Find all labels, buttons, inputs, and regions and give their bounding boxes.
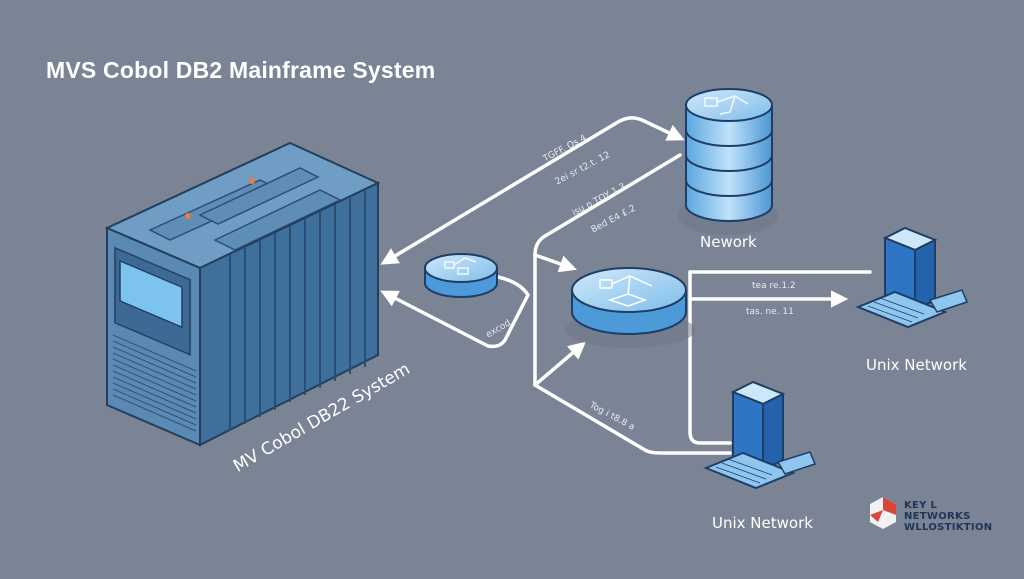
connector-lower-to-bottom-unix: [533, 383, 732, 455]
desktop-computer-icon-right: [855, 226, 969, 329]
database-label: Nework: [700, 233, 757, 251]
mainframe-server-icon: [104, 141, 381, 447]
connector-large-router-to-bottom-unix: [688, 270, 732, 445]
connector-branch-to-large-router: [533, 253, 577, 273]
logo-line-3: WLLOSTIKTION: [904, 522, 993, 533]
network-router-icon-small: [424, 253, 498, 298]
diagram-title: MVS Cobol DB2 Mainframe System: [46, 57, 436, 83]
network-router-icon-large: [565, 267, 695, 348]
connector-small-router-to-mainframe: [380, 275, 530, 349]
connector-lower-to-large-router: [533, 341, 586, 387]
connectors: [380, 116, 872, 455]
connector-mainframe-to-database: [380, 116, 685, 265]
connection-label-right-2: tas. ne. 11: [746, 307, 794, 317]
logo-text: KEY L NETWORKS WLLOSTIKTION: [904, 500, 992, 533]
logo-line-1: KEY L: [904, 500, 938, 511]
connection-label-right-1: tea re.1.2: [752, 281, 796, 291]
desktop-computer-icon-bottom: [703, 380, 817, 490]
logo-mark-icon: [870, 497, 896, 529]
unix-bottom-label: Unix Network: [712, 514, 813, 532]
unix-right-label: Unix Network: [866, 356, 967, 374]
logo-line-2: NETWORKS: [904, 511, 971, 522]
database-cylinder-icon: [678, 88, 778, 235]
logo: KEY L NETWORKS WLLOSTIKTION: [860, 500, 992, 533]
